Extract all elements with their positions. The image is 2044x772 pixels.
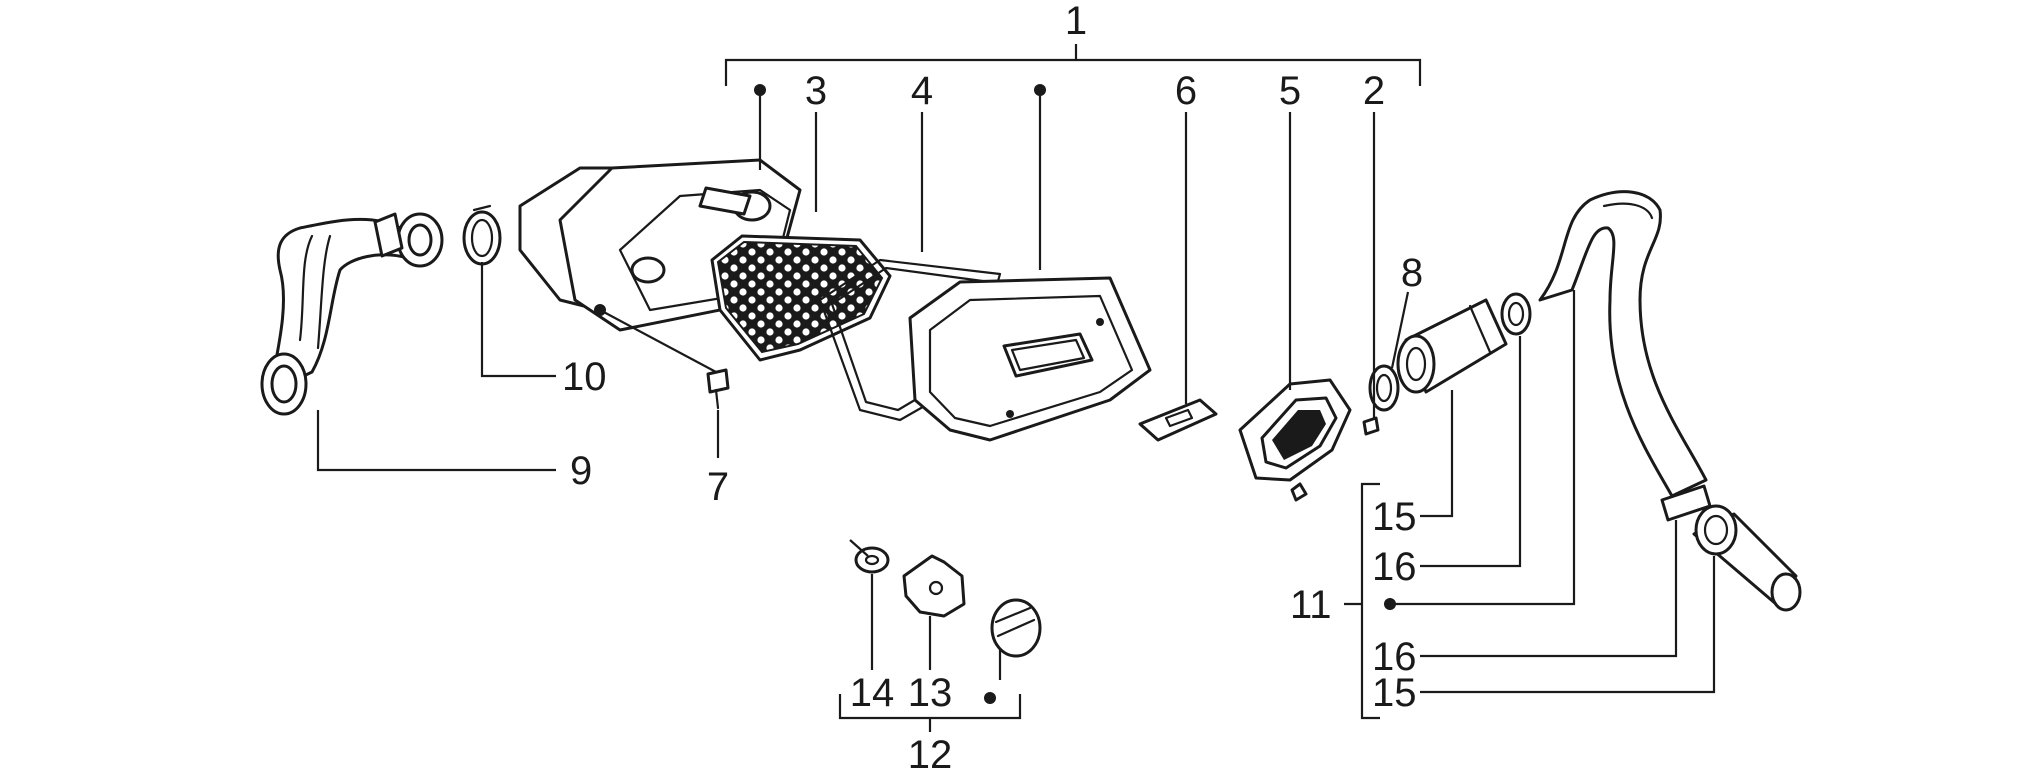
callout-labels: 1 3 4 6 5 2 8 10 9 7 11 15 16 16 15 14 1… — [562, 0, 1423, 772]
bullet-marker — [754, 84, 766, 96]
leader-lines — [316, 44, 1716, 732]
label-11: 11 — [1290, 583, 1332, 627]
label-1: 1 — [1065, 0, 1087, 43]
label-9: 9 — [570, 449, 592, 493]
intake-flange-part-5 — [1238, 378, 1352, 502]
label-5: 5 — [1279, 69, 1301, 113]
label-2: 2 — [1363, 69, 1385, 113]
label-12: 12 — [908, 733, 953, 772]
clamp-part-8 — [1368, 364, 1400, 412]
label-4: 4 — [911, 69, 933, 113]
sleeve-part-15-upper — [1396, 298, 1508, 394]
filter-element-part-3 — [710, 234, 892, 362]
washer-part-14 — [854, 546, 890, 574]
label-13: 13 — [908, 671, 953, 715]
long-hose-part-11 — [1538, 190, 1708, 498]
sleeve-part-15-lower — [1692, 504, 1802, 612]
bullet-marker — [1034, 84, 1046, 96]
cap-part-12 — [990, 598, 1042, 658]
clamp-ring-part-10 — [462, 204, 502, 266]
label-15-lower: 15 — [1372, 671, 1417, 715]
label-15-upper: 15 — [1372, 495, 1417, 539]
bullet-marker — [984, 692, 996, 704]
bullet-markers — [754, 84, 1396, 704]
ring-part-16-upper — [1500, 292, 1532, 336]
label-8: 8 — [1401, 251, 1423, 295]
label-3: 3 — [805, 69, 827, 113]
screw-part-7 — [706, 368, 730, 410]
bracket-part-13 — [902, 554, 966, 618]
label-7: 7 — [707, 465, 729, 509]
label-16-upper: 16 — [1372, 545, 1417, 589]
label-16-lower: 16 — [1372, 635, 1417, 679]
screw-part-2 — [1362, 416, 1380, 436]
label-6: 6 — [1175, 69, 1197, 113]
plate-part-6 — [1138, 398, 1218, 442]
air-box-front-cover — [908, 276, 1152, 442]
intake-hose-part-9 — [260, 212, 444, 416]
bullet-marker — [1384, 598, 1396, 610]
label-14: 14 — [850, 671, 895, 715]
label-10: 10 — [562, 355, 607, 399]
